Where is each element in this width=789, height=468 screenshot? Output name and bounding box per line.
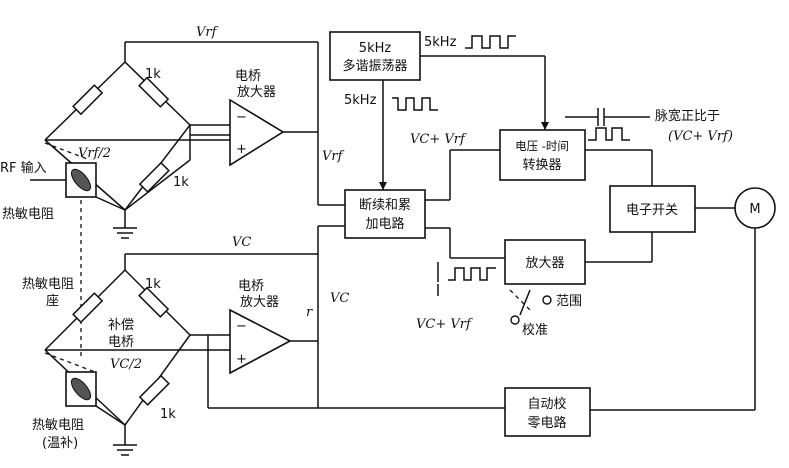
label-1k-c: 1k	[145, 277, 161, 292]
label-comp-bridge-2: 电桥	[108, 335, 134, 350]
amp2-label-1: 电桥	[238, 279, 264, 294]
label-vrf-half: Vrf/2	[78, 146, 111, 161]
bridge-amplifier-2: − + 电桥 放大器	[229, 279, 292, 375]
motor-label: M	[749, 202, 760, 217]
pulse-wave-amp	[448, 267, 496, 281]
resistor-lower-lr-1k	[138, 374, 170, 406]
label-r: r	[306, 305, 313, 320]
vt-converter-block: 电压 -时间 转换器	[499, 129, 586, 181]
amp2-plus: +	[236, 352, 247, 367]
chopper-label-1: 断续和累	[359, 198, 411, 213]
amp1-label-2: 放大器	[237, 85, 276, 100]
label-vc-plus-vrf-bottom: VC+ Vrf	[416, 317, 473, 332]
label-thermistor: 热敏电阻	[2, 207, 54, 222]
resistor-lower-right-1k	[138, 161, 170, 193]
label-1k-d: 1k	[160, 407, 176, 422]
oscillator-block: 5kHz 多谐振荡器	[329, 31, 421, 81]
chopper-summing-block: 断续和累 加电路	[344, 189, 426, 239]
amplifier-block: 放大器	[504, 239, 586, 285]
autozero-label-1: 自动校	[527, 396, 566, 412]
range-calibrate-switch	[509, 289, 552, 325]
label-temp-comp: (温补)	[42, 436, 78, 451]
osc-label-1: 5kHz	[359, 41, 392, 56]
upper-bridge	[44, 41, 345, 239]
electronic-switch-block: 电子开关	[609, 185, 696, 233]
amp-label: 放大器	[525, 256, 564, 271]
label-vc-mid: VC	[232, 235, 251, 250]
amp1-minus: −	[236, 110, 247, 125]
label-5khz-b: 5kHz	[344, 93, 377, 108]
label-rf-input: RF 输入	[0, 160, 47, 176]
label-1k-b: 1k	[173, 175, 189, 190]
motor: M	[734, 187, 776, 229]
autozero-label-2: 零电路	[527, 415, 566, 431]
thermistor-lower	[65, 371, 126, 426]
label-vc-plus-vrf-top: VC+ Vrf	[410, 132, 467, 147]
label-vrf-top: Vrf	[196, 25, 219, 40]
label-vc-right: VC	[330, 291, 349, 306]
label-calibrate: 校准	[522, 322, 548, 338]
label-vrf-out: Vrf	[322, 149, 345, 164]
label-vc-half: VC/2	[110, 357, 142, 372]
resistor-upper-right-1k	[138, 76, 170, 108]
label-thermistor-mount-2: 座	[46, 294, 59, 309]
label-thermistor-mount-1: 热敏电阻	[22, 277, 74, 292]
resistor-lower-ul	[72, 292, 104, 324]
amp1-label-1: 电桥	[235, 69, 261, 84]
pulse-wave-pw	[588, 127, 630, 141]
label-5khz-a: 5kHz	[424, 35, 457, 50]
label-1k-a: 1k	[145, 67, 161, 82]
bridge-amplifier-1: − + 电桥 放大器	[229, 69, 285, 167]
switch-label: 电子开关	[626, 203, 678, 218]
chopper-label-2: 加电路	[365, 216, 404, 232]
resistor-lower-ur-1k	[138, 286, 170, 318]
pulse-wave-top	[465, 35, 516, 49]
amp1-plus: +	[236, 142, 247, 157]
label-pulse-width-1: 脉宽正比于	[655, 108, 720, 124]
amp2-minus: −	[236, 319, 247, 334]
lower-bridge	[44, 225, 505, 456]
resistor-upper-left	[72, 84, 104, 116]
pulse-wave-osc	[392, 97, 438, 111]
label-range: 范围	[556, 294, 582, 309]
vt-label-1: 电压 -时间	[515, 139, 569, 153]
osc-label-2: 多谐振荡器	[342, 58, 407, 74]
label-pulse-width-2: (VC+ Vrf)	[668, 129, 733, 144]
label-thermistor-temp: 热敏电阻	[32, 418, 84, 433]
vt-label-2: 转换器	[522, 158, 561, 173]
thermistor-upper	[30, 162, 126, 360]
label-comp-bridge-1: 补偿	[108, 318, 134, 333]
amp2-label-2: 放大器	[240, 295, 279, 310]
autozero-block: 自动校 零电路	[504, 387, 591, 437]
